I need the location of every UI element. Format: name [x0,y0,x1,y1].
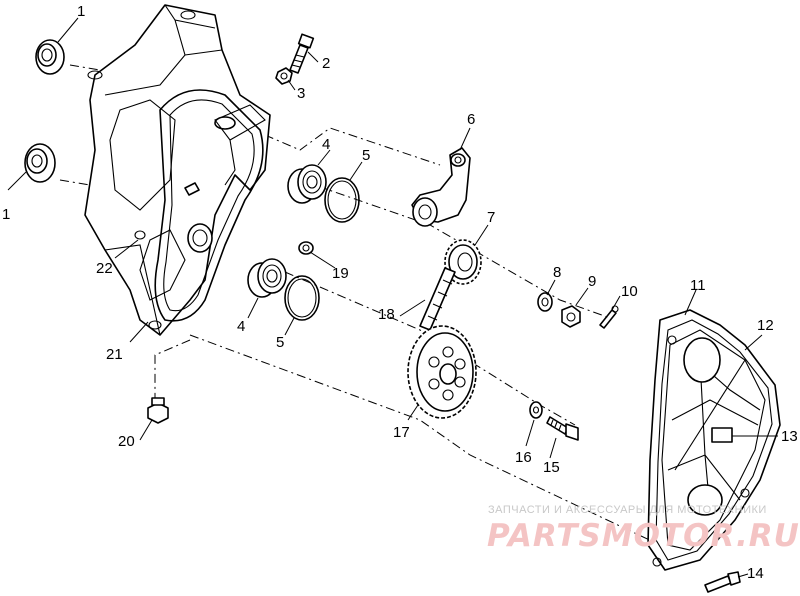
callout-19: 19 [332,265,349,282]
callout-10: 10 [621,283,638,300]
callout-8: 8 [553,264,561,281]
callout-3: 3 [297,85,305,102]
callout-6: 6 [467,111,475,128]
tensioner-arm [411,147,471,227]
callout-1-lower: 1 [2,206,10,223]
callout-13: 13 [781,428,798,445]
cotter-pin-10 [599,305,619,329]
plug-19 [298,241,314,255]
callout-20: 20 [118,433,135,450]
bolt-22 [184,182,200,196]
callout-5-upper: 5 [362,147,370,164]
callout-11: 11 [690,277,706,294]
callout-16: 16 [515,449,532,466]
watermark-tagline: ЗАПЧАСТИ И АКСЕССУАРЫ ДЛЯ МОТОТЕХНИКИ [488,504,767,516]
washer-16 [529,401,543,419]
callout-4-upper: 4 [322,136,330,153]
bearing-upper [287,164,327,204]
bolt-14 [704,571,741,593]
bolt-2 [289,33,315,74]
chaincase-cover [647,309,781,571]
callout-21: 21 [106,346,123,363]
callout-2: 2 [322,55,330,72]
callout-9: 9 [588,273,596,290]
callout-15: 15 [543,459,560,476]
drain-plug-20 [147,397,169,424]
lower-sprocket [407,325,477,419]
bearing-lower [247,258,287,298]
callout-leaders [7,17,778,578]
callout-22: 22 [96,260,113,277]
castle-nut-9 [561,305,581,328]
drive-chain [419,267,456,331]
callout-numbers: 1 1 2 3 4 4 5 5 6 7 8 9 10 11 12 13 14 1… [2,3,798,582]
watermark: ЗАПЧАСТИ И АКСЕССУАРЫ ДЛЯ МОТОТЕХНИКИ PA… [487,504,800,554]
callout-7: 7 [487,209,495,226]
callout-18: 18 [378,306,395,323]
oil-seal-upper [35,39,65,75]
callout-14: 14 [747,565,764,582]
watermark-brand: PARTSMOTOR.RU [487,518,800,554]
o-ring-upper [324,177,360,223]
o-ring-lower [284,275,320,321]
oil-seal-lower [24,143,56,183]
callout-4-lower: 4 [237,318,245,335]
callout-12: 12 [757,317,774,334]
callout-1-upper: 1 [77,3,85,20]
callout-5-lower: 5 [276,334,284,351]
callout-17: 17 [393,424,410,441]
chaincase-housing [84,4,271,336]
bolt-15 [546,416,579,441]
washer-8 [537,292,553,312]
